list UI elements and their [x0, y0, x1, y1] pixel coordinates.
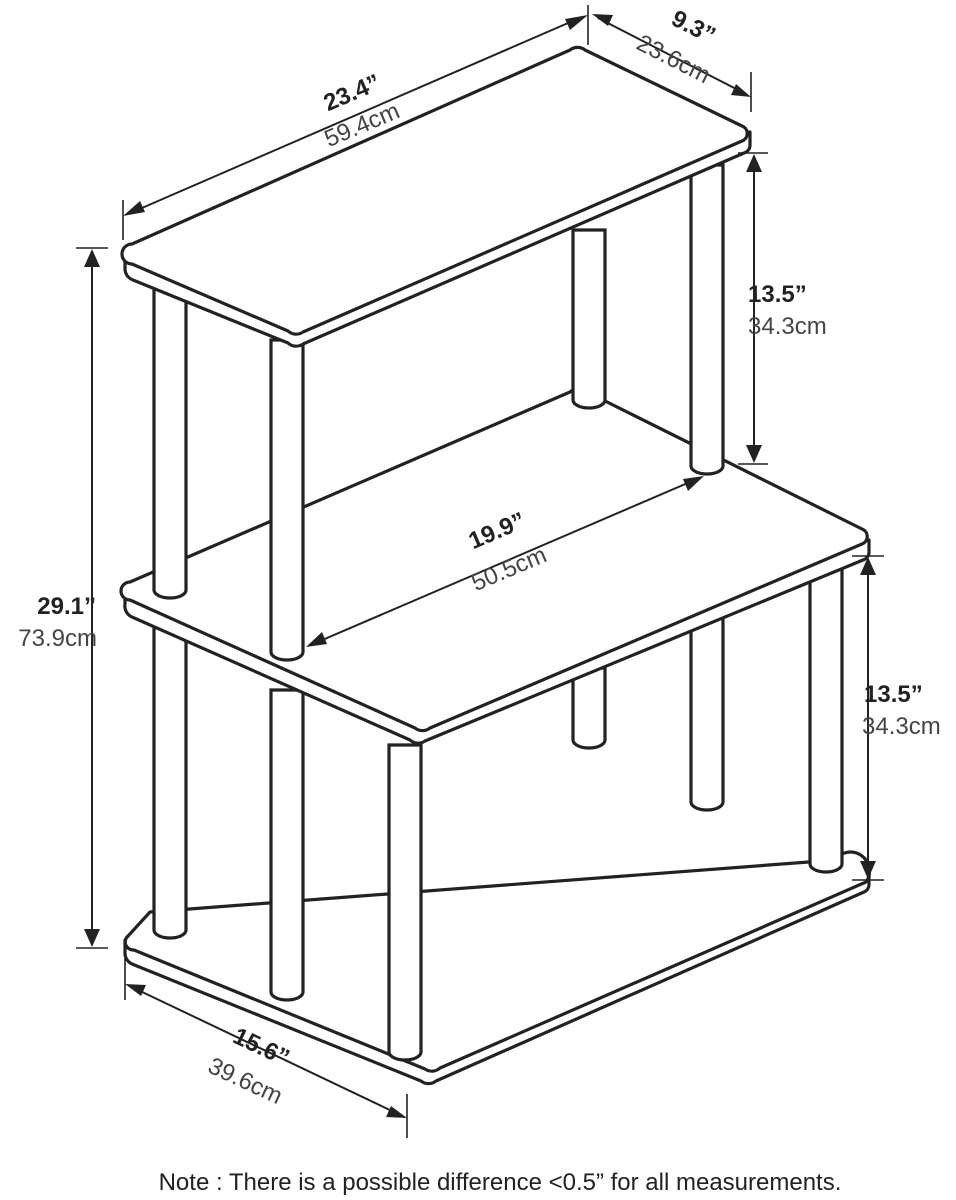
lower-legs: [152, 560, 844, 1062]
leg-back-right-lower: [689, 616, 725, 812]
leg-back-right: [808, 560, 844, 874]
leg-upper-front-right: [269, 338, 305, 662]
back-legs-lower: [571, 616, 725, 812]
dimension-total-height: 29.1” 73.9cm: [18, 247, 108, 949]
label-lower-height-imperial: 13.5”: [864, 681, 923, 708]
label-top-depth-imperial: 9.3”: [667, 5, 720, 50]
label-upper-height-imperial: 13.5”: [748, 281, 807, 308]
label-total-height-metric: 73.9cm: [18, 625, 97, 652]
label-total-height-imperial: 29.1”: [37, 593, 96, 620]
base-shelf: [123, 850, 872, 1086]
leg-upper-back-left: [571, 228, 607, 410]
dimension-top-width: 23.4” 59.4cm: [122, 5, 589, 240]
leg-back-left-lower: [571, 666, 607, 750]
leg-front-right: [387, 743, 423, 1062]
leg-upper-front-left: [152, 278, 188, 600]
leg-upper-back-right: [689, 163, 725, 476]
dimension-lower-height: 13.5” 34.3cm: [852, 555, 941, 881]
dimension-upper-height: 13.5” 34.3cm: [738, 152, 827, 465]
top-shelf: [120, 45, 752, 348]
label-lower-height-metric: 34.3cm: [862, 713, 941, 740]
leg-front-left: [269, 688, 305, 1002]
label-upper-height-metric: 34.3cm: [748, 313, 827, 340]
upper-legs: [152, 163, 725, 662]
measurement-note: Note : There is a possible difference <0…: [159, 1169, 842, 1196]
leg-back-left: [152, 618, 188, 940]
